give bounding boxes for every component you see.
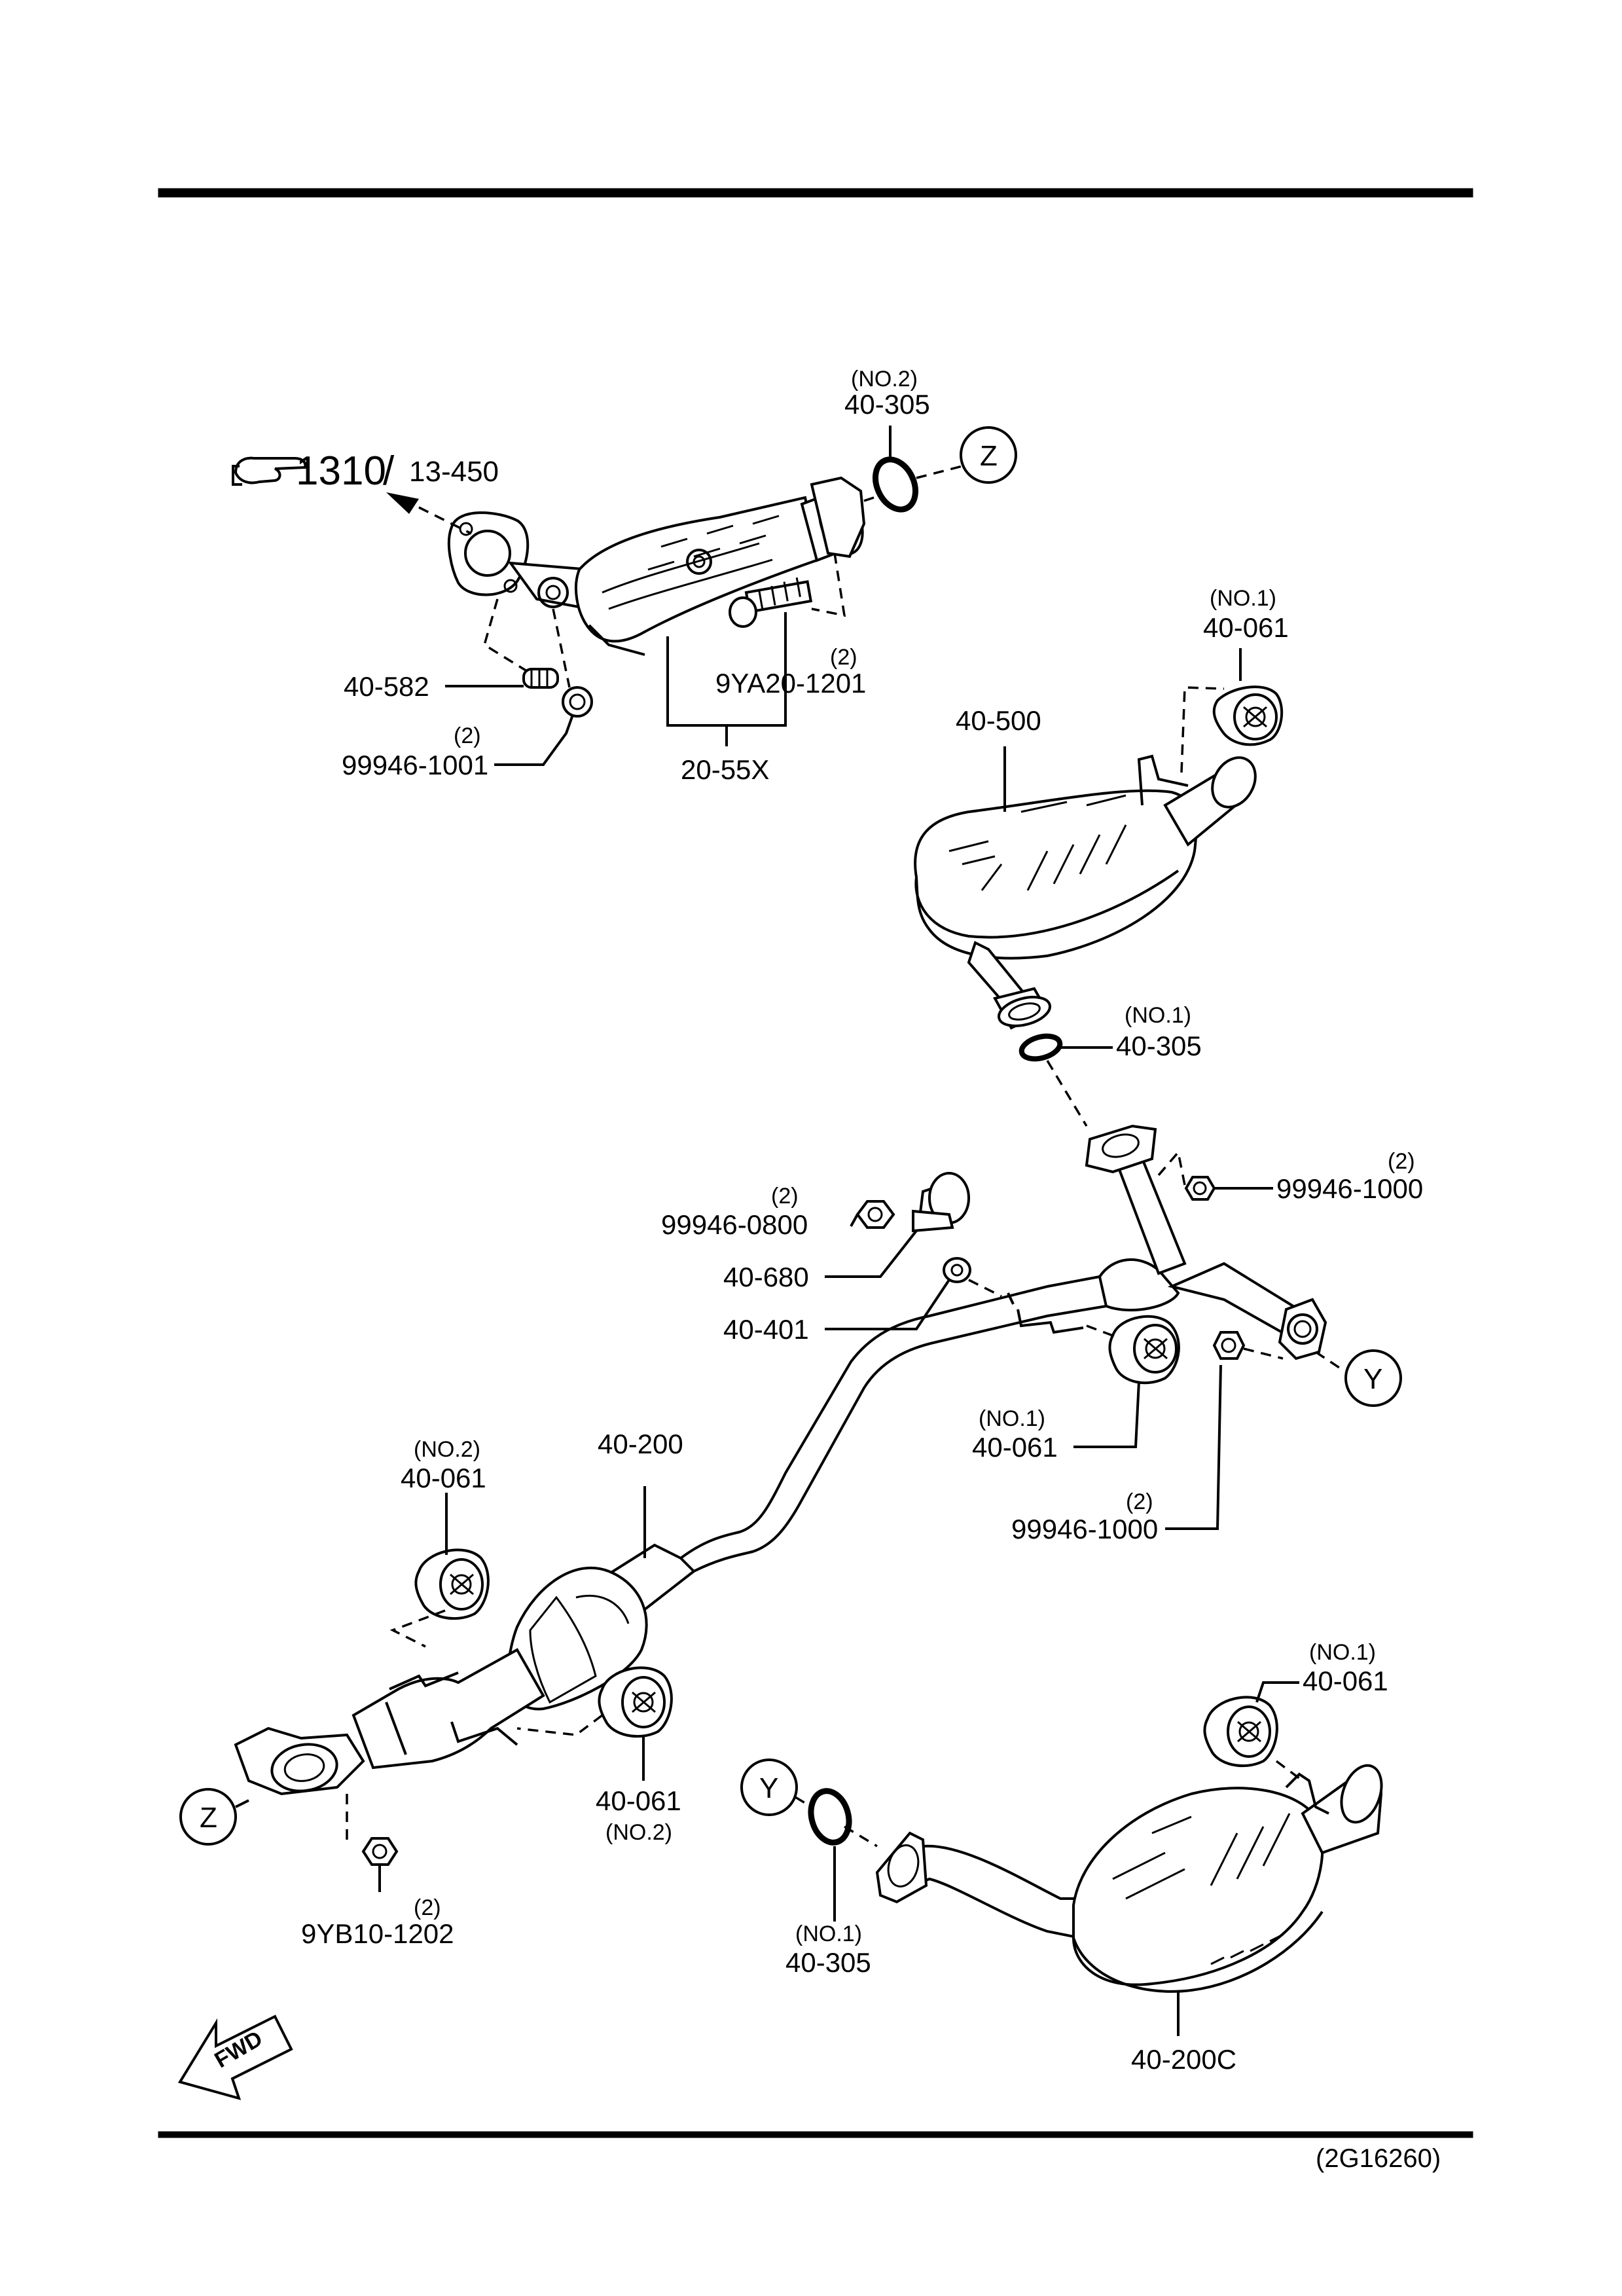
label-99946-0800-qualifier: (2) [771,1184,799,1209]
label-40-305-no2-qualifier: (NO.2) [851,367,918,392]
label-40-305-no1-bottom: 40-305 [785,1947,871,1978]
section-ref-slash: / [383,448,395,494]
label-40-061-no1-top: 40-061 [1203,612,1289,643]
center-muffler-40-500 [914,686,1257,1030]
label-40-305-no1-mid: 40-305 [1116,1030,1202,1061]
label-40-200c: 40-200C [1131,2044,1236,2075]
label-99946-1000-lower-qualifier: (2) [1126,1489,1153,1514]
ref-z-bottom: Z [200,1802,217,1834]
label-99946-1001-qualifier: (2) [454,723,481,748]
label-20-55x: 20-55X [681,754,769,785]
label-40-061-no1-top-qualifier: (NO.1) [1210,586,1276,611]
reference-arrow [418,506,472,535]
bolt-9ya20-1201 [729,577,813,628]
label-40-061-no1-mid-qualifier: (NO.1) [979,1406,1045,1431]
bottom-rule [158,2131,1473,2138]
label-9yb10-qualifier: (2) [414,1895,441,1920]
label-40-061-no2-upper: 40-061 [401,1463,486,1493]
label-40-200: 40-200 [598,1429,683,1459]
hanger-40-061-no1-mid [1086,1315,1180,1385]
rear-muffler-40-200c [875,1760,1383,1993]
nut-99946-0800 [856,1200,895,1229]
hanger-40-061-no1-top [1212,685,1284,746]
label-40-305-no1-bottom-qualifier: (NO.1) [795,1922,862,1946]
hanger-40-061-no2-upper [389,1548,490,1648]
label-40-061-no1-mid: 40-061 [972,1432,1058,1463]
gasket-40-305-no1-bottom [808,1788,878,1848]
label-9ya20-1201: 9YA20-1201 [715,668,866,699]
labels: 1310 / 13-450 Z Z Y Y (NO.2) 40-305 40-5… [200,367,1441,2173]
reference-code: (2G16260) [1316,2144,1441,2173]
hanger-40-061-no2-lower [516,1666,673,1738]
label-99946-1000-lower: 99946-1000 [1011,1514,1158,1544]
label-9yb10-1202: 9YB10-1202 [301,1918,454,1949]
stud-40-582 [522,668,559,689]
reference-circle-y-lower [740,1758,812,1816]
section-ref-number: 1310 [296,448,386,494]
nut-99946-1000-upper [1157,1150,1216,1201]
nut-99946-1001 [562,686,593,718]
label-40-061-no2-lower-qualifier: (NO.2) [605,1820,672,1845]
hanger-40-061-no1-bottom [1203,1696,1278,1768]
label-40-305-no1-mid-qualifier: (NO.1) [1125,1003,1191,1028]
ref-z-top: Z [980,440,998,472]
label-9ya20-qualifier: (2) [830,645,857,670]
label-40-680: 40-680 [723,1262,809,1292]
nut-9yb10-1202 [346,1794,399,1866]
label-99946-0800: 99946-0800 [661,1209,808,1240]
label-40-061-no2-upper-qualifier: (NO.2) [414,1437,480,1462]
label-99946-1000-upper-qualifier: (2) [1388,1149,1415,1174]
label-40-401: 40-401 [723,1314,809,1345]
ref-y-lower: Y [759,1772,778,1804]
front-converter [447,476,866,718]
nut-99946-1000-lower [1212,1331,1284,1360]
label-40-500: 40-500 [956,705,1041,736]
label-40-061-no1-bottom-qualifier: (NO.1) [1309,1640,1376,1665]
bracket-40-680 [912,1172,970,1233]
intermediate-pipe-40-200 [234,1124,1327,1796]
label-40-305-no2: 40-305 [844,389,930,420]
gasket-40-305-no2 [863,456,963,513]
label-99946-1000-upper: 99946-1000 [1276,1173,1423,1204]
label-40-582: 40-582 [344,671,429,702]
reference-circle-z-bottom [179,1788,249,1846]
top-rule [158,188,1473,198]
fwd-arrow-icon [177,2014,293,2100]
reference-circle-y-right [1315,1349,1402,1407]
ref-y-right: Y [1363,1363,1382,1395]
gasket-40-305-no1-mid [1018,1033,1088,1127]
insulator-40-401 [943,1257,1002,1298]
pointing-hand-icon [232,456,307,486]
section-ref-part: 13-450 [409,456,499,488]
label-99946-1001: 99946-1001 [342,750,488,780]
reference-circle-z-top [960,426,1017,484]
label-40-061-no1-bottom: 40-061 [1303,1666,1388,1696]
label-40-061-no2-lower: 40-061 [596,1785,681,1816]
